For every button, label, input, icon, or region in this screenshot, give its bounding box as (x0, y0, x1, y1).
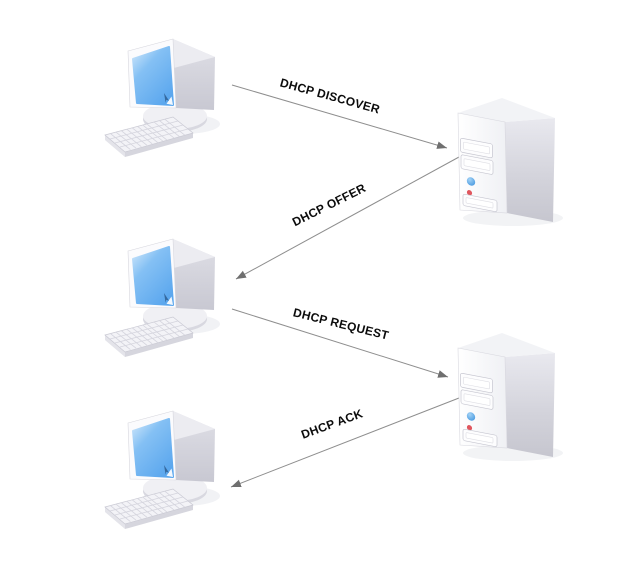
dhcp-server-icon-1 (457, 97, 564, 227)
arrow-dhcp-offer (235, 156, 460, 280)
client-computer-icon-2 (104, 238, 221, 358)
arrow-dhcp-discover (231, 84, 448, 149)
client-computer-icon-3 (104, 410, 221, 530)
client-computer-icon-1 (104, 38, 221, 158)
arrow-dhcp-ack (230, 397, 460, 488)
message-arrows (230, 84, 460, 488)
arrow-dhcp-request (231, 308, 449, 378)
dhcp-server-icon-2 (457, 332, 564, 462)
